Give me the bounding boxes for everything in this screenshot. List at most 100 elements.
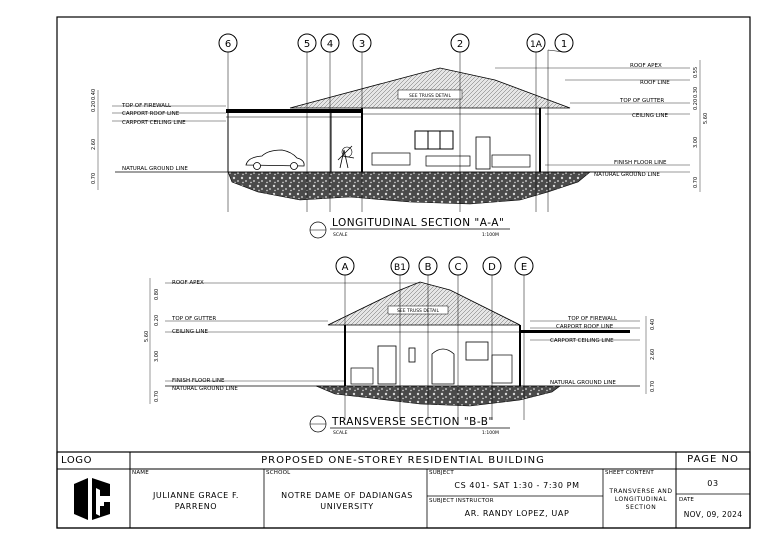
date-value: NOV, 09, 2024 [683, 510, 743, 519]
scale-label-a: SCALE [333, 232, 348, 238]
dimension-label: 5.60 [703, 113, 709, 124]
title-block-grid [56, 451, 751, 529]
grid-label: A [342, 262, 349, 273]
grid-label: 3 [359, 39, 365, 50]
level-label: TOP OF FIREWALL [567, 316, 618, 322]
level-label: ROOF APEX [630, 63, 662, 69]
dimension-label: 2.60 [650, 349, 656, 360]
dimension-label: 5.60 [144, 331, 150, 342]
dimension-label: 0.20 [693, 99, 699, 110]
sofa-icon [371, 152, 411, 166]
grid-bubbles-a: 6 5 4 3 2 1A 1 [218, 33, 574, 53]
instructor-label: SUBJECT INSTRUCTOR [429, 498, 494, 504]
section-title-a: LONGITUDINAL SECTION "A-A" [332, 217, 504, 229]
dimension-label: 0.40 [91, 89, 97, 100]
level-label: CARPORT ROOF LINE [556, 324, 614, 330]
truss-note-a: SEE TRUSS DETAIL [409, 93, 451, 99]
kitchen-counter-icon [491, 154, 531, 168]
level-label: NATURAL GROUND LINE [172, 386, 238, 392]
dimension-label: 0.70 [154, 391, 160, 402]
plant-icon [337, 145, 355, 169]
levels-right-b [530, 316, 647, 394]
level-label: FINISH FLOOR LINE [172, 378, 225, 384]
level-label: CEILING LINE [172, 329, 209, 335]
dimension-label: 0.70 [650, 381, 656, 392]
level-label: ROOF APEX [172, 280, 204, 286]
dimension-label: 0.80 [154, 289, 160, 300]
level-label: CARPORT ROOF LINE [122, 111, 180, 117]
dimension-label: 3.00 [693, 137, 699, 148]
name-label: NAME [132, 470, 149, 476]
level-label: NATURAL GROUND LINE [550, 380, 616, 386]
name-value: JULIANNE GRACE F. PARRENO [152, 491, 240, 511]
logo-label: LOGO [61, 455, 93, 466]
scale-value-b: 1:100M [482, 430, 499, 436]
ground-mass-b [315, 385, 561, 407]
level-label: FINISH FLOOR LINE [614, 160, 667, 166]
grid-label: 4 [327, 39, 333, 50]
grid-label: E [521, 262, 527, 273]
level-label: NATURAL GROUND LINE [594, 172, 660, 178]
window-icon [414, 130, 454, 150]
title-block: LOGO PROPOSED ONE-STOREY RESIDENTIAL BUI… [57, 452, 750, 528]
door-icon [475, 136, 491, 170]
level-label: TOP OF GUTTER [619, 98, 664, 104]
grid-label: B1 [394, 263, 406, 273]
school-value: NOTRE DAME OF DADIANGAS UNIVERSITY [281, 491, 413, 511]
dimension-label: 0.20 [154, 315, 160, 326]
arched-door-icon [431, 348, 455, 385]
levels-left-a [97, 90, 226, 190]
window-icon [465, 341, 489, 361]
scale-label-b: SCALE [333, 430, 348, 436]
level-label: TOP OF FIREWALL [121, 103, 172, 109]
main-roof-a [289, 67, 571, 109]
longitudinal-section: SEE TRUSS DETAIL [91, 33, 709, 239]
transverse-section: SEE TRUSS DETAIL A B1 B C D E [144, 256, 656, 436]
section-title-b: TRANSVERSE SECTION "B-B" [331, 416, 494, 428]
cabinet-icon [350, 367, 374, 385]
grid-label: D [488, 262, 496, 273]
main-roof-b [327, 281, 521, 326]
logo-icon [74, 478, 110, 520]
subject-value: CS 401- SAT 1:30 - 7:30 PM [454, 481, 580, 490]
grid-label: 5 [304, 39, 310, 50]
grid-label: 6 [225, 39, 231, 50]
levels-left-b [149, 278, 420, 404]
project-title: PROPOSED ONE-STOREY RESIDENTIAL BUILDING [261, 455, 545, 466]
dimension-label: 3.00 [154, 351, 160, 362]
grid-label: 1 [561, 39, 567, 50]
grid-bubbles-b: A B1 B C D E [335, 256, 534, 276]
dimension-label: 0.40 [650, 319, 656, 330]
level-label: TOP OF GUTTER [171, 316, 216, 322]
car-icon [245, 149, 305, 170]
sheet-content-value: TRANSVERSE AND LONGITUDINAL SECTION [609, 488, 673, 511]
gridlines-a [227, 50, 549, 212]
sheet-content-label: SHEET CONTENT [605, 470, 654, 476]
dimension-label: 2.60 [91, 139, 97, 150]
level-label: ROOF LINE [640, 80, 670, 86]
ground-mass-a [227, 171, 591, 205]
dimension-label: 0.55 [693, 67, 699, 78]
page-no-value: 03 [707, 479, 719, 488]
page-no-label: PAGE NO [687, 454, 739, 465]
grid-label: C [455, 262, 462, 273]
level-label: CARPORT CEILING LINE [550, 338, 614, 344]
dimension-label: 0.20 [91, 101, 97, 112]
scale-value-a: 1:100M [482, 232, 499, 238]
dimension-label: 0.70 [693, 177, 699, 188]
dimension-label: 0.30 [693, 87, 699, 98]
level-label: NATURAL GROUND LINE [122, 166, 188, 172]
instructor-value: AR. RANDY LOPEZ, UAP [464, 509, 570, 518]
car-icon [491, 354, 513, 384]
subject-label: SUBJECT [429, 470, 454, 476]
grid-label: 2 [457, 39, 463, 50]
date-label: DATE [679, 497, 695, 503]
window-icon [408, 347, 416, 363]
level-label: CARPORT CEILING LINE [122, 120, 186, 126]
levels-right-a [495, 60, 701, 192]
dimension-label: 0.70 [91, 173, 97, 184]
truss-note-b: SEE TRUSS DETAIL [397, 308, 439, 314]
grid-label: B [425, 262, 432, 273]
dining-table-icon [425, 155, 471, 167]
